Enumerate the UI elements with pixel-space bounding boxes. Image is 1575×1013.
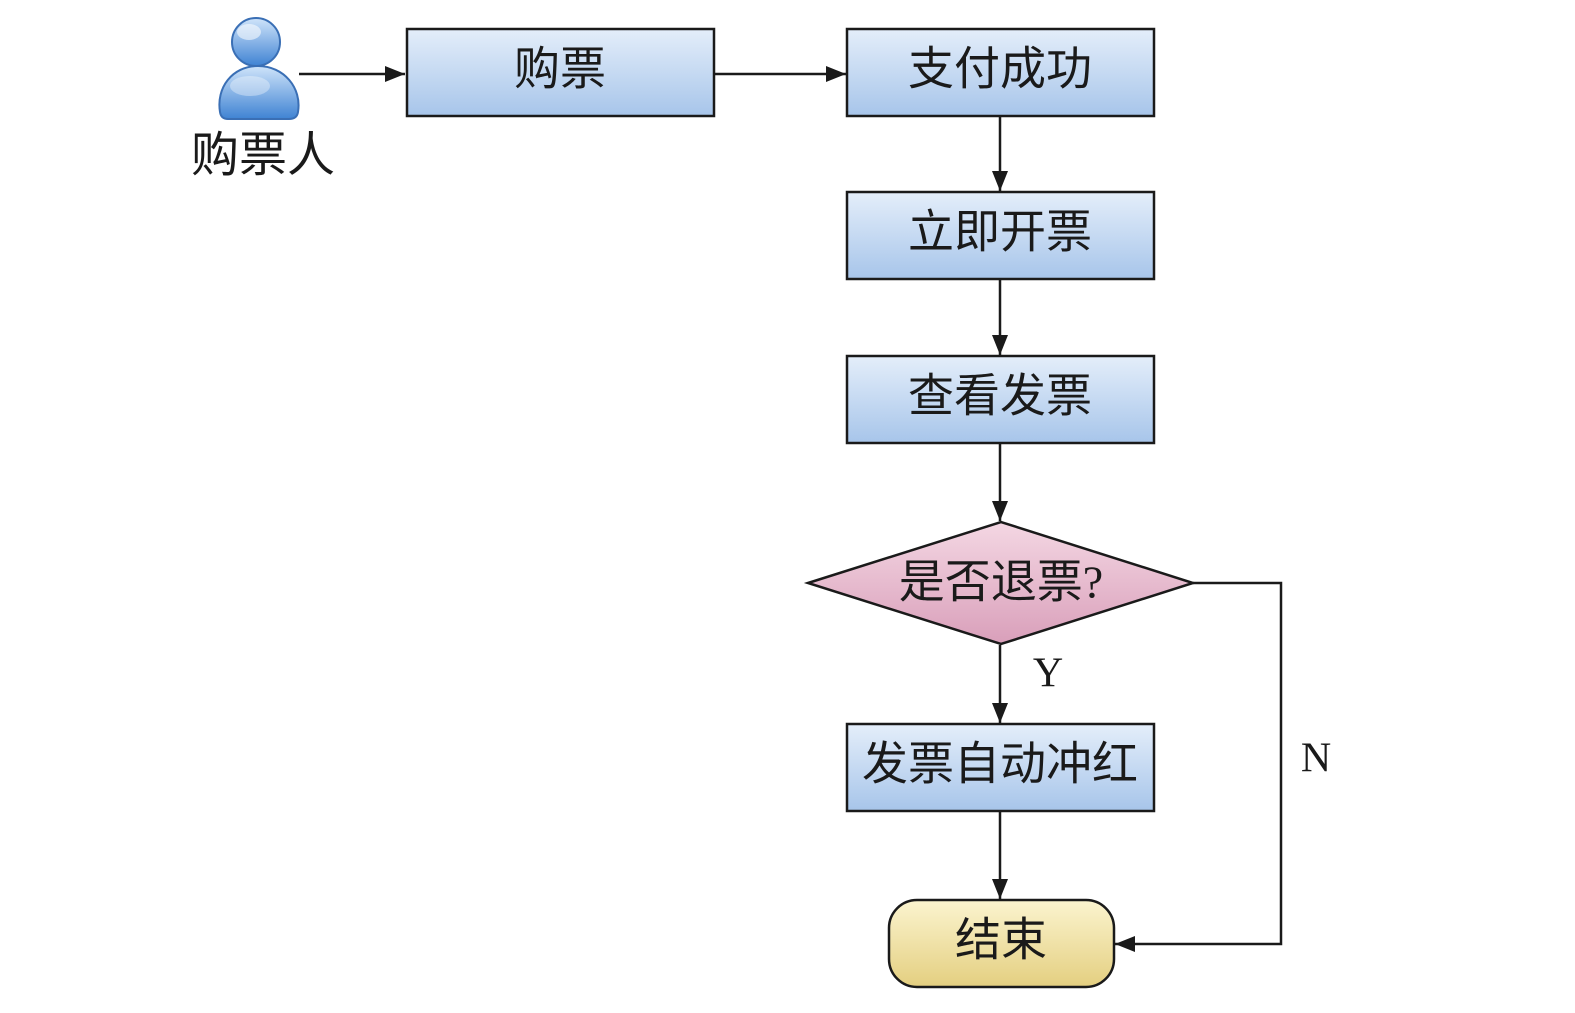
edge-label-no: N (1301, 736, 1331, 782)
edge-decision-no (1115, 581, 1283, 952)
node-red-flush-label: 发票自动冲红 (862, 739, 1138, 790)
edge-label-yes: Y (1033, 651, 1063, 697)
node-view-label: 查看发票 (908, 371, 1092, 422)
node-end-label: 结束 (955, 915, 1047, 966)
node-paid-label: 支付成功 (908, 44, 1092, 95)
node-view: 查看发票 (845, 354, 1156, 445)
node-buy: 购票 (405, 27, 716, 118)
node-decision: 是否退票? (803, 520, 1198, 646)
node-paid: 支付成功 (845, 27, 1156, 118)
actor: 购票人 (191, 17, 335, 182)
node-decision-label: 是否退票? (899, 557, 1103, 608)
actor-label: 购票人 (191, 129, 335, 182)
node-end: 结束 (887, 898, 1116, 989)
node-issue: 立即开票 (845, 190, 1156, 281)
node-issue-label: 立即开票 (908, 207, 1092, 258)
node-buy-label: 购票 (514, 44, 606, 95)
node-red-flush: 发票自动冲红 (845, 722, 1156, 813)
person-icon (218, 17, 300, 120)
